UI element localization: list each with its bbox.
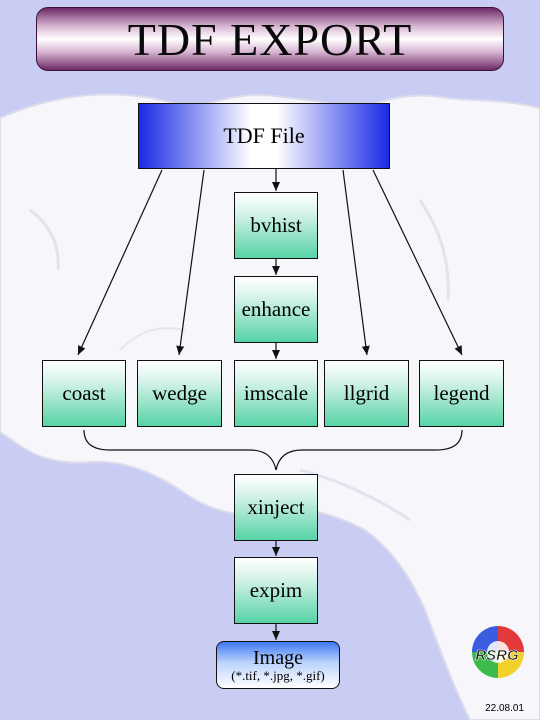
llgrid-node: llgrid [324, 360, 409, 427]
logo-text: RSRG [475, 647, 519, 664]
imscale-node: imscale [234, 360, 318, 427]
arrow-file-to-llgrid [342, 169, 370, 356]
arrow-file-to-wedge [176, 169, 205, 356]
merge-brace [83, 429, 463, 471]
legend-node: legend [419, 360, 504, 427]
xinject-node: xinject [234, 474, 318, 541]
page-title: TDF EXPORT [36, 7, 504, 71]
wedge-node: wedge [137, 360, 222, 427]
arrow-file-to-coast [77, 169, 163, 356]
date-stamp: 22.08.01 [485, 703, 524, 714]
bvhist-node: bvhist [234, 192, 318, 259]
image-output-formats: (*.tif, *.jpg, *.gif) [231, 667, 325, 683]
coast-node: coast [42, 360, 126, 427]
image-output-node: Image (*.tif, *.jpg, *.gif) [216, 641, 340, 689]
image-output-title: Image [253, 646, 303, 669]
tdf-file-node: TDF File [138, 103, 390, 169]
rsrg-logo: RSRG [472, 626, 524, 678]
arrow-file-to-legend [372, 169, 463, 356]
expim-node: expim [234, 557, 318, 624]
enhance-node: enhance [234, 276, 318, 343]
